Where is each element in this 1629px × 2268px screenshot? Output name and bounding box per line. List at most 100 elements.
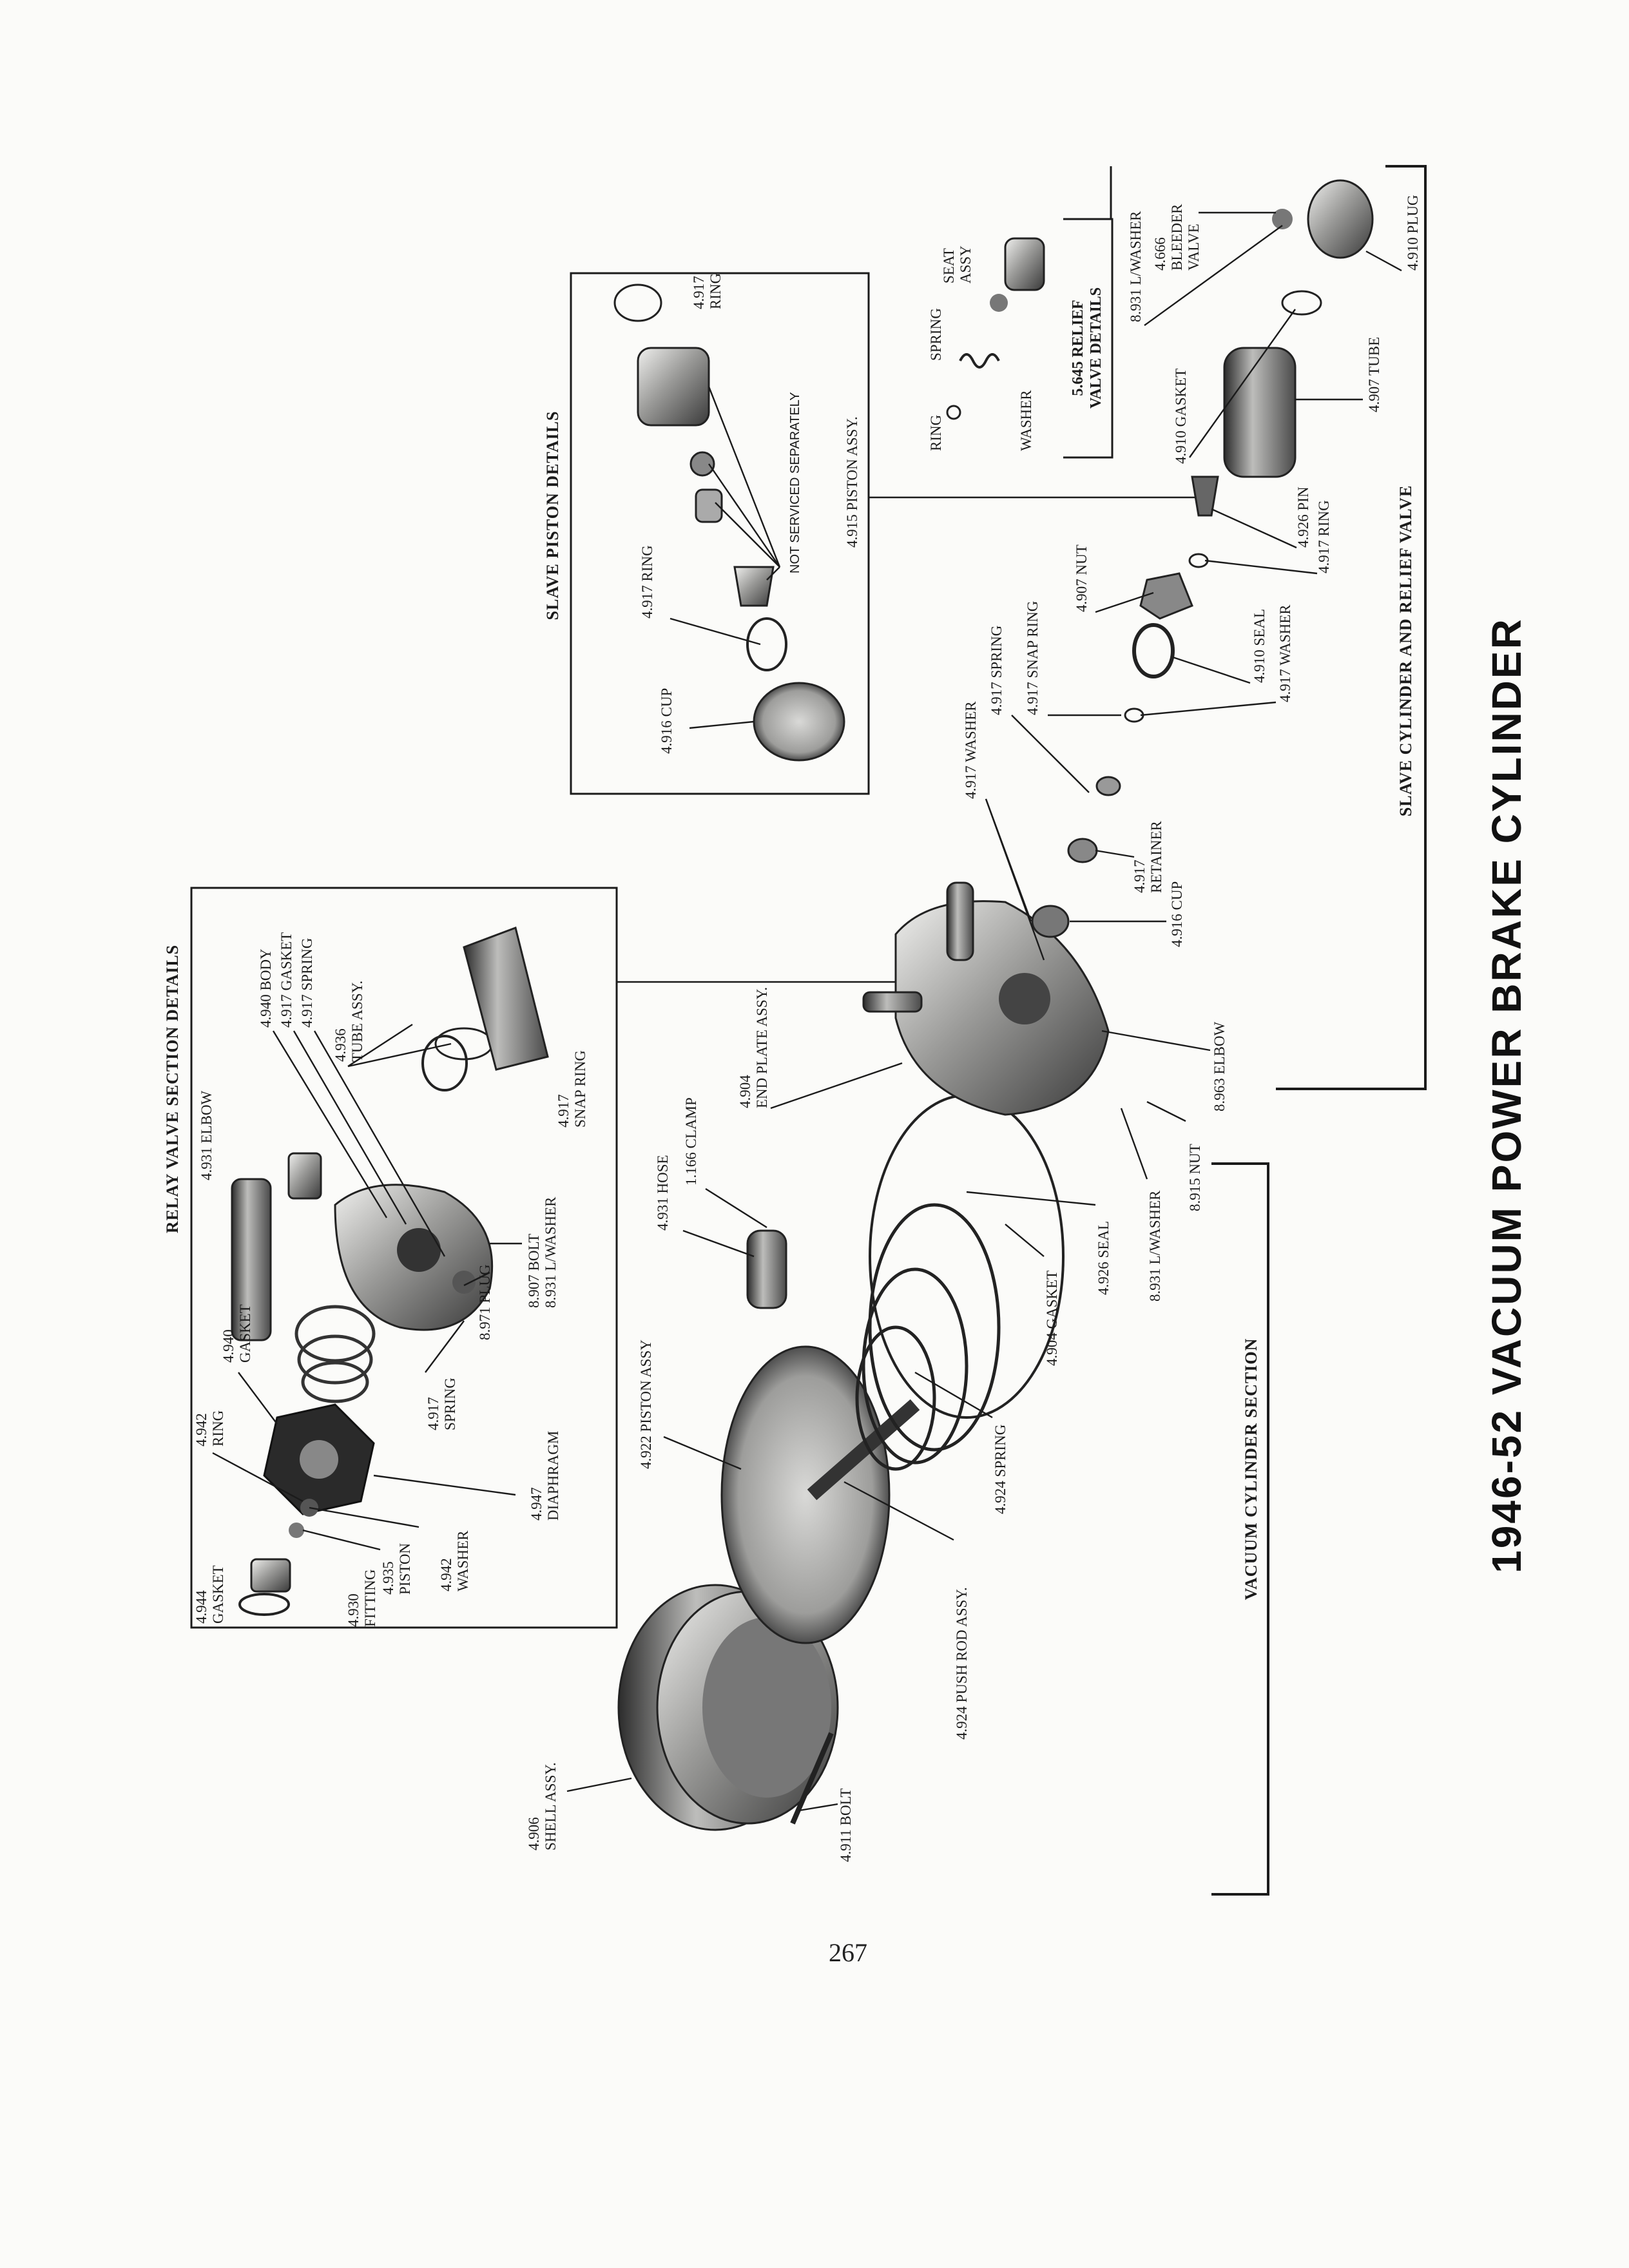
label-sc-washer: 4.917 WASHER [1277, 604, 1293, 702]
label-rv-gasket3-2: GASKET [210, 1565, 226, 1624]
label-sp-ring-1: 4.917 [691, 276, 707, 309]
label-rv-gasket: 4.917 GASKET [278, 932, 294, 1028]
label-sc-bleeder-3: VALVE [1186, 224, 1202, 271]
label-rv-body: 4.940 BODY [258, 948, 274, 1028]
label-rv-spring2-1: 4.917 [425, 1397, 441, 1430]
label-sc-nut: 4.907 NUT [1074, 544, 1090, 612]
label-rv-bolt-1: 8.907 BOLT [526, 1234, 542, 1308]
label-vc-shell-1: 4.906 [526, 1817, 542, 1850]
label-rv-snap-2: SNAP RING [572, 1050, 588, 1128]
label-rv-spring: 4.917 SPRING [299, 938, 315, 1028]
label-rv-piston-2: PISTON [397, 1543, 413, 1595]
label-rv-snap-1: 4.917 [555, 1094, 572, 1128]
label-rv-piston-1: 4.935 [380, 1561, 396, 1595]
label-rv-diaphragm-2: DIAPHRAGM [545, 1431, 561, 1521]
label-sc-bleeder-2: BLEEDER [1169, 204, 1185, 271]
label-sc-retainer-2: RETAINER [1148, 820, 1164, 893]
label-sc-bleeder-1: 4.666 [1152, 237, 1168, 271]
slave-cylinder-parts [1031, 179, 1374, 938]
label-vc-end-plate-1: 4.904 [737, 1075, 753, 1108]
label-rv-bolt-2: 8.931 L/WASHER [543, 1196, 559, 1308]
relay-tube-assy-part [463, 927, 549, 1071]
label-sc-gasket: 4.910 GASKET [1173, 369, 1189, 464]
label-sc-lwasher: 8.931 L/WASHER [1128, 211, 1144, 322]
relief-valve-title-2: VALVE DETAILS [1088, 287, 1104, 408]
label-vc-gasket: 4.904 GASKET [1044, 1271, 1060, 1366]
label-vc-hose: 4.931 HOSE [655, 1155, 671, 1231]
slave-cylinder-section-title: SLAVE CYLINDER AND RELIEF VALVE [1396, 485, 1415, 817]
relay-snap-ring-part [421, 1027, 494, 1091]
label-vc-bolt: 4.911 BOLT [838, 1788, 854, 1862]
relief-valve-bracket [1063, 218, 1113, 459]
piston-assy-part [720, 1345, 920, 1644]
label-vc-pushrod: 4.924 PUSH ROD ASSY. [954, 1587, 970, 1740]
label-rl-ring: RING [928, 415, 944, 451]
vacuum-cylinder-bracket [1211, 1162, 1269, 1896]
label-sc-washer2: 4.917 WASHER [963, 701, 979, 799]
label-sc-cup: 4.916 CUP [1169, 881, 1185, 947]
label-vc-seal: 4.926 SEAL [1095, 1221, 1112, 1295]
relief-valve-parts [946, 237, 1045, 420]
bolt-part [790, 1732, 834, 1825]
relay-body-part [334, 1184, 494, 1331]
label-vc-piston-assy: 4.922 PISTON ASSY [638, 1340, 654, 1469]
label-sc-pin: 4.926 PIN [1295, 486, 1311, 548]
page-title: 1946-52 VACUUM POWER BRAKE CYLINDER [1483, 617, 1530, 1573]
hose-clamp-part [746, 1229, 787, 1309]
label-rv-ring-2: RING [210, 1410, 226, 1446]
vacuum-cylinder-section-title: VACUUM CYLINDER SECTION [1242, 1338, 1260, 1600]
label-sc-retainer-1: 4.917 [1132, 860, 1148, 893]
label-sc-tube: 4.907 TUBE [1366, 337, 1382, 412]
label-rv-diaphragm-1: 4.947 [528, 1487, 545, 1521]
label-rv-fitting-2: FITTING [362, 1570, 378, 1627]
label-sp-ring2: 4.917 RING [639, 545, 655, 619]
slave-piston-box [570, 272, 870, 795]
label-sc-snap: 4.917 SNAP RING [1025, 601, 1041, 715]
vacuum-leader-lines [566, 1030, 1211, 1812]
slave-piston-parts [613, 284, 845, 762]
label-rl-spring: SPRING [928, 308, 944, 361]
label-rl-seat-2: ASSY [958, 245, 974, 284]
label-vc-shell-2: SHELL ASSY. [543, 1762, 559, 1850]
label-rv-gasket3-1: 4.944 [193, 1590, 209, 1624]
label-rv-tube-1: 4.936 [333, 1028, 349, 1062]
label-rv-elbow: 4.931 ELBOW [198, 1090, 215, 1180]
slave-cylinder-leader-lines [985, 211, 1402, 961]
page-number: 267 [829, 1938, 867, 1967]
label-vc-end-plate-2: END PLATE ASSY. [754, 987, 770, 1108]
label-rv-spring2-2: SPRING [442, 1378, 458, 1430]
label-rl-seat-1: SEAT [941, 248, 957, 284]
label-vc-clamp: 1.166 CLAMP [683, 1097, 699, 1186]
label-vc-nut: 8.915 NUT [1187, 1144, 1203, 1211]
relay-valve-section-title: RELAY VALVE SECTION DETAILS [163, 945, 182, 1233]
label-rv-washer-1: 4.942 [438, 1558, 454, 1591]
relay-elbow-part [231, 1152, 322, 1341]
label-sc-plug: 4.910 PLUG [1405, 195, 1421, 271]
relay-spring-part [294, 1305, 376, 1403]
relay-diaphragm-part [263, 1403, 375, 1515]
slave-piston-leader-lines [670, 386, 781, 729]
shell-assy-part [617, 1584, 839, 1831]
label-rv-fitting-1: 4.930 [345, 1593, 361, 1627]
label-sp-cup: 4.916 CUP [659, 688, 675, 754]
label-sc-seal: 4.910 SEAL [1251, 609, 1268, 683]
label-vc-spring: 4.924 SPRING [992, 1425, 1008, 1514]
label-sp-ring-2: RING [708, 273, 724, 309]
relay-fitting-part [238, 1558, 291, 1616]
label-rv-washer-2: WASHER [455, 1530, 471, 1591]
label-rv-ring-1: 4.942 [193, 1413, 209, 1446]
relief-valve-title-1: 5.645 RELIEF [1070, 300, 1086, 396]
label-rv-gasket2-2: GASKET [237, 1304, 253, 1363]
slave-piston-section-title: SLAVE PISTON DETAILS [543, 411, 562, 620]
label-rv-gasket2-1: 4.940 [220, 1329, 236, 1363]
end-plate-assy-part [862, 881, 1110, 1116]
label-vc-lwasher: 8.931 L/WASHER [1147, 1190, 1163, 1302]
label-sc-ring: 4.917 RING [1316, 500, 1332, 573]
label-rv-tube-2: TUBE ASSY. [349, 981, 365, 1062]
spring-part [855, 1203, 1001, 1471]
slave-cylinder-bracket [1276, 165, 1427, 1090]
relay-valve-box [190, 887, 618, 1629]
label-vc-elbow: 8.963 ELBOW [1211, 1021, 1228, 1111]
label-sp-piston-assy: 4.915 PISTON ASSY. [844, 416, 860, 548]
